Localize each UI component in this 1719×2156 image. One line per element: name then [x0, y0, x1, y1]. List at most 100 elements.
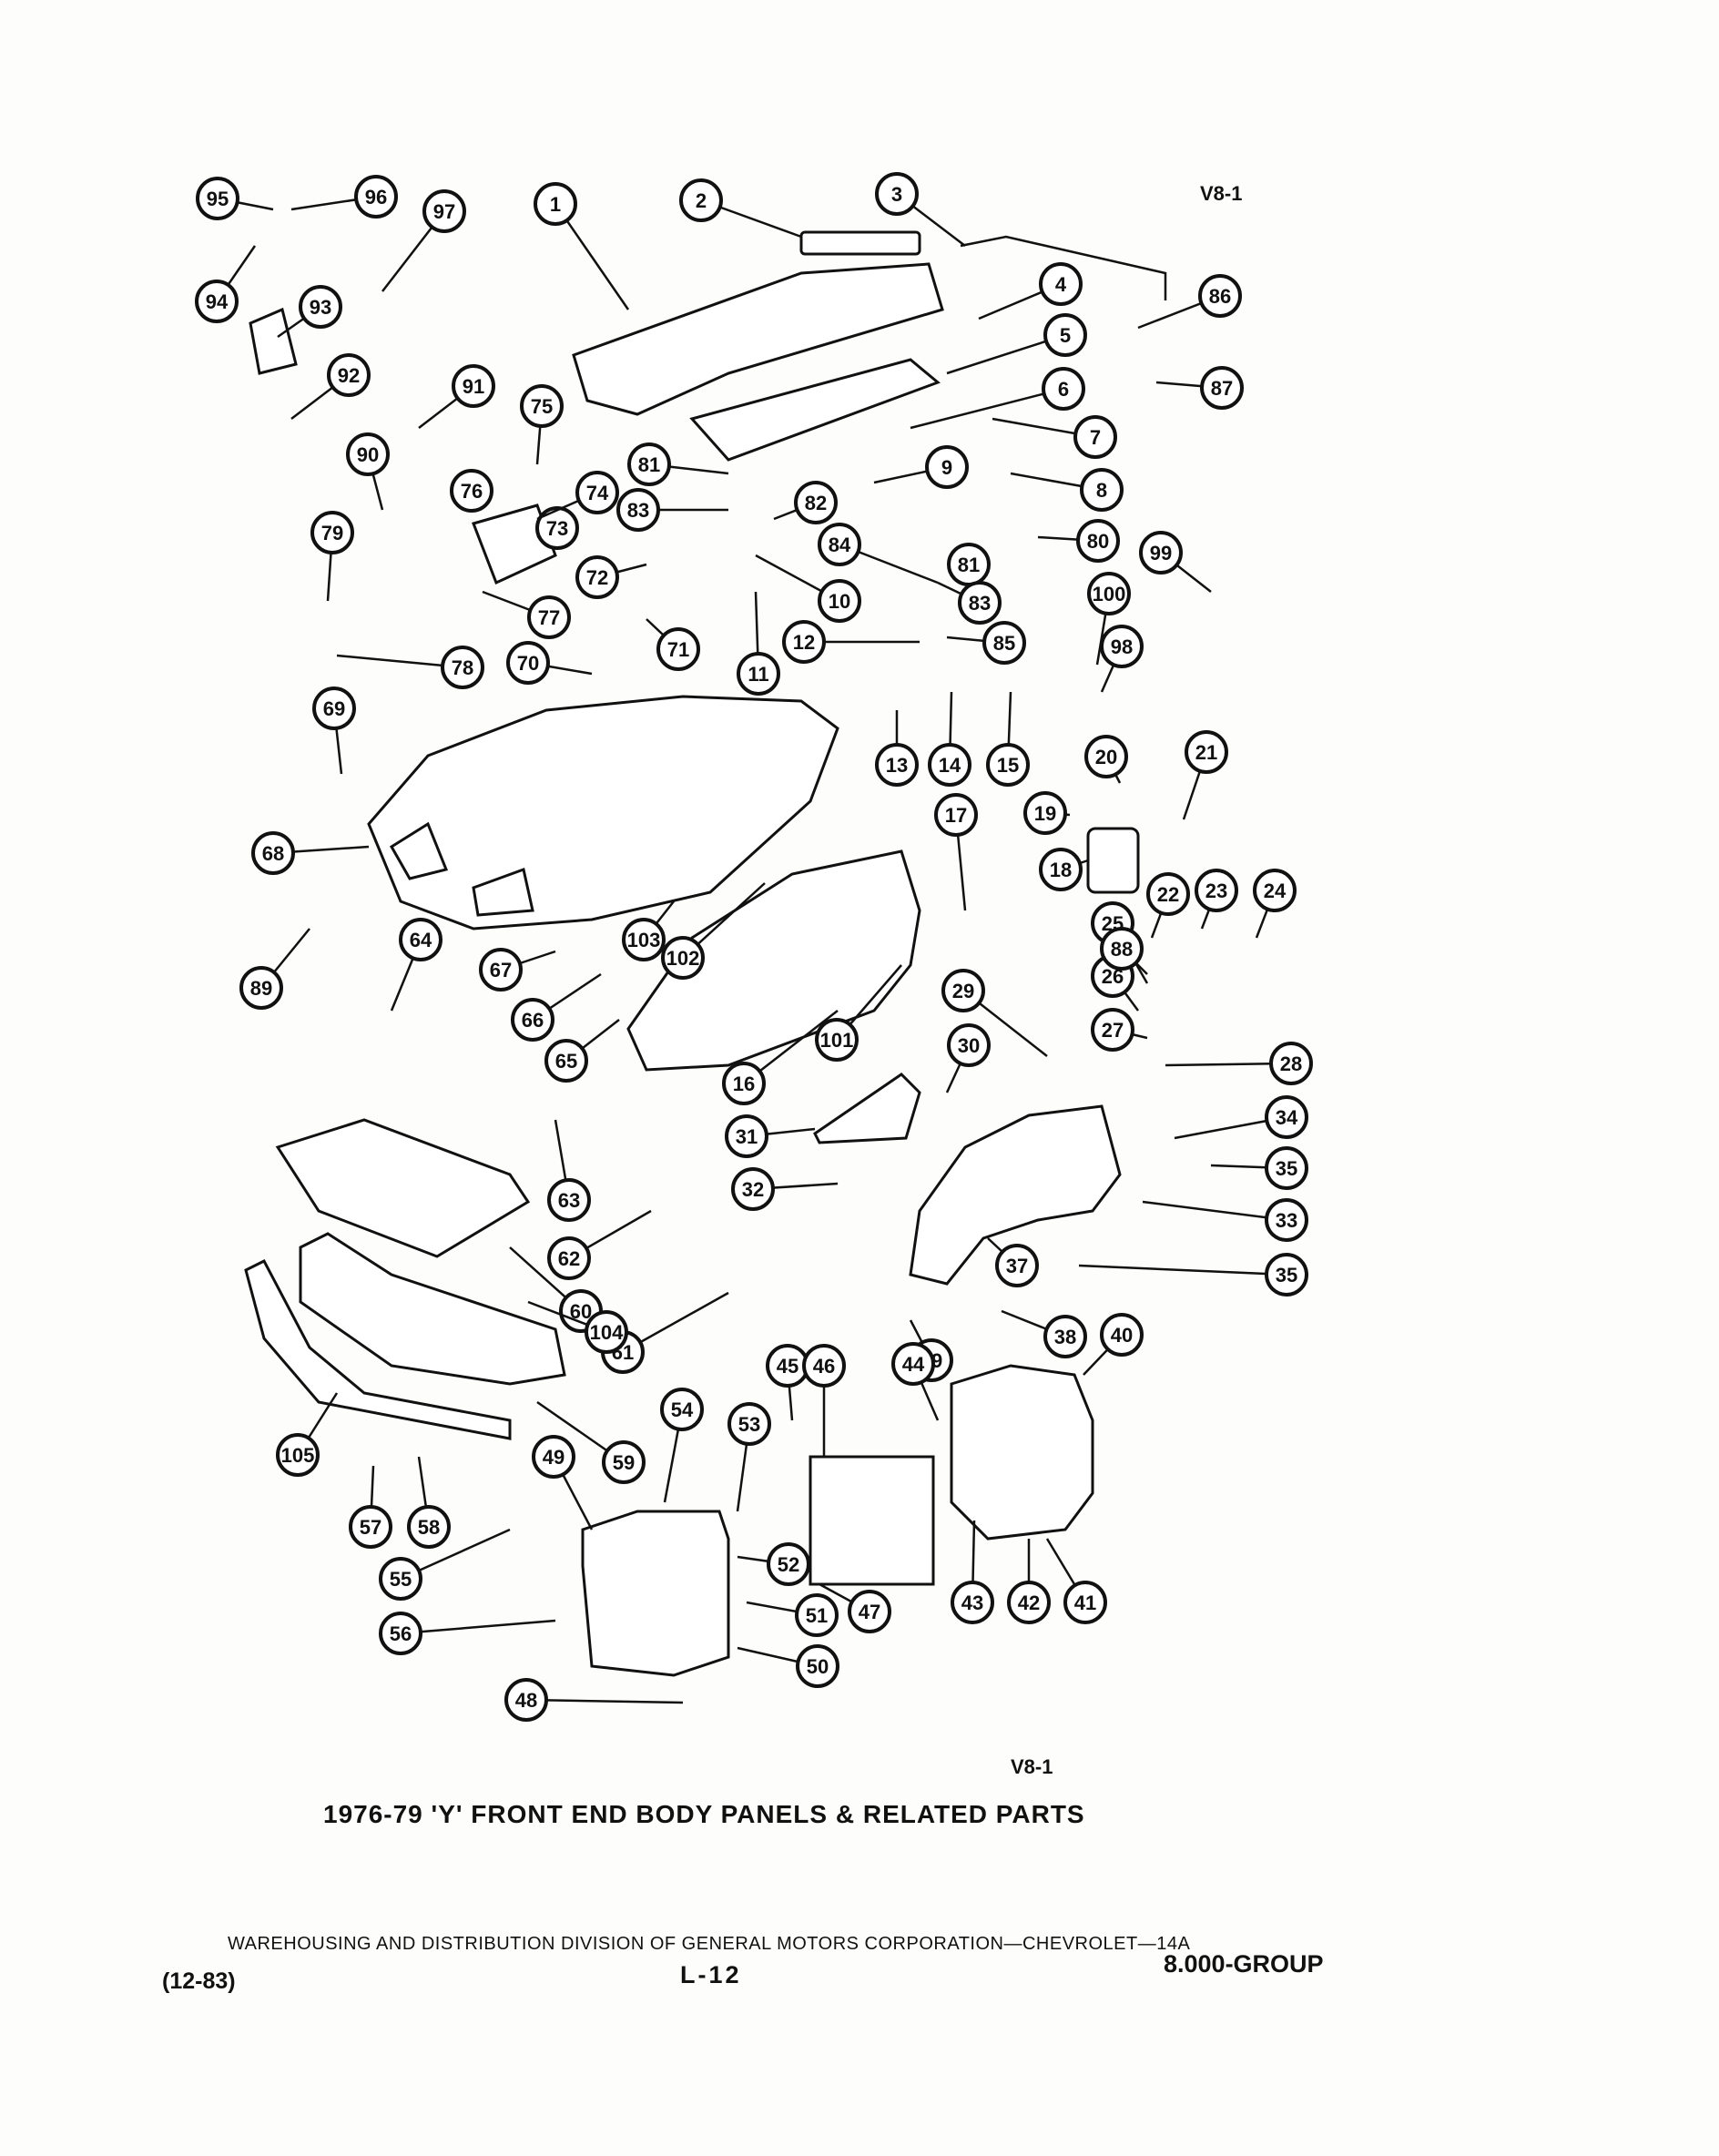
callout-49: 49 — [532, 1435, 575, 1479]
svg-text:59: 59 — [613, 1451, 635, 1474]
hood-panel — [572, 262, 944, 416]
fan-shroud — [950, 1364, 1094, 1541]
svg-text:95: 95 — [207, 188, 229, 210]
headlamp-opening-right — [472, 868, 534, 917]
front-bumper-cover — [299, 1232, 566, 1386]
svg-text:76: 76 — [461, 480, 483, 503]
svg-text:37: 37 — [1006, 1255, 1028, 1277]
svg-text:65: 65 — [555, 1050, 577, 1073]
svg-text:98: 98 — [1111, 636, 1133, 658]
callout-85: 85 — [982, 621, 1026, 665]
callout-28: 28 — [1269, 1042, 1313, 1085]
bumper-reinforcement — [275, 1118, 531, 1258]
callout-20: 20 — [1084, 735, 1128, 778]
callout-95: 95 — [196, 177, 239, 220]
svg-text:8: 8 — [1096, 479, 1107, 502]
callout-63: 63 — [547, 1178, 591, 1222]
callout-54: 54 — [660, 1388, 704, 1431]
callout-40: 40 — [1100, 1313, 1144, 1357]
svg-text:24: 24 — [1264, 880, 1287, 902]
svg-text:105: 105 — [281, 1444, 315, 1467]
svg-text:99: 99 — [1150, 542, 1172, 564]
svg-text:16: 16 — [733, 1073, 755, 1095]
callout-55: 55 — [379, 1557, 422, 1601]
svg-text:101: 101 — [820, 1029, 854, 1052]
hood-hinge — [249, 307, 298, 375]
callout-leader-33 — [1142, 1200, 1287, 1222]
callout-65: 65 — [544, 1039, 588, 1083]
svg-text:32: 32 — [742, 1178, 764, 1201]
svg-text:84: 84 — [829, 534, 851, 556]
svg-text:81: 81 — [958, 554, 980, 576]
callout-96: 96 — [354, 175, 398, 219]
callout-89: 89 — [239, 966, 283, 1010]
svg-text:86: 86 — [1209, 285, 1231, 308]
callout-leader-35 — [1078, 1264, 1287, 1276]
callout-22: 22 — [1146, 872, 1190, 916]
svg-text:52: 52 — [778, 1553, 799, 1576]
callout-86: 86 — [1198, 274, 1242, 318]
svg-text:48: 48 — [515, 1689, 537, 1712]
svg-text:90: 90 — [357, 443, 379, 466]
callout-99: 99 — [1139, 531, 1183, 575]
wheelhouse-panel — [909, 1104, 1122, 1286]
callout-18: 18 — [1039, 848, 1083, 891]
footer-division-line: WAREHOUSING AND DISTRIBUTION DIVISION OF… — [228, 1934, 1191, 1954]
callout-71: 71 — [656, 627, 700, 671]
svg-text:94: 94 — [206, 290, 229, 313]
svg-text:83: 83 — [969, 592, 991, 615]
svg-text:13: 13 — [886, 754, 908, 777]
svg-text:38: 38 — [1054, 1326, 1076, 1348]
svg-text:47: 47 — [859, 1601, 880, 1623]
svg-text:40: 40 — [1111, 1324, 1133, 1347]
svg-text:72: 72 — [586, 566, 608, 589]
callout-37: 37 — [995, 1244, 1039, 1287]
callout-90: 90 — [346, 432, 390, 476]
parts-illustration — [244, 230, 1167, 1677]
callout-6: 6 — [1042, 367, 1085, 411]
svg-text:68: 68 — [262, 842, 284, 865]
callout-53: 53 — [727, 1402, 771, 1446]
svg-text:97: 97 — [433, 200, 455, 223]
svg-text:43: 43 — [961, 1592, 983, 1614]
callout-21: 21 — [1185, 730, 1228, 774]
callout-34: 34 — [1265, 1095, 1308, 1139]
svg-text:23: 23 — [1205, 880, 1227, 902]
svg-text:35: 35 — [1276, 1264, 1297, 1286]
svg-text:18: 18 — [1050, 859, 1072, 881]
callout-4: 4 — [1039, 262, 1083, 306]
svg-text:12: 12 — [793, 631, 815, 654]
svg-text:44: 44 — [902, 1353, 925, 1376]
svg-text:79: 79 — [321, 522, 343, 544]
svg-text:70: 70 — [517, 652, 539, 675]
svg-text:21: 21 — [1195, 741, 1217, 764]
svg-text:30: 30 — [958, 1034, 980, 1057]
svg-text:28: 28 — [1280, 1053, 1302, 1075]
svg-text:6: 6 — [1058, 378, 1069, 401]
callout-81: 81 — [627, 442, 671, 486]
svg-text:103: 103 — [627, 929, 661, 951]
callout-66: 66 — [511, 998, 554, 1042]
callout-46: 46 — [802, 1344, 846, 1388]
svg-text:55: 55 — [390, 1568, 412, 1591]
callout-27: 27 — [1091, 1008, 1134, 1052]
svg-text:63: 63 — [558, 1189, 580, 1212]
svg-text:77: 77 — [538, 606, 560, 629]
callout-1: 1 — [534, 182, 577, 226]
svg-text:88: 88 — [1111, 938, 1133, 961]
callout-105: 105 — [276, 1433, 320, 1477]
svg-text:27: 27 — [1102, 1019, 1124, 1042]
footer-date: (12-83) — [162, 1968, 236, 1994]
callout-75: 75 — [520, 384, 564, 428]
callout-50: 50 — [796, 1644, 839, 1688]
svg-text:81: 81 — [638, 453, 660, 476]
svg-text:31: 31 — [736, 1125, 758, 1148]
callout-93: 93 — [299, 285, 342, 329]
callout-52: 52 — [767, 1542, 810, 1586]
callout-30: 30 — [947, 1023, 991, 1067]
hood-rod — [960, 235, 1167, 300]
callout-35: 35 — [1265, 1253, 1308, 1297]
